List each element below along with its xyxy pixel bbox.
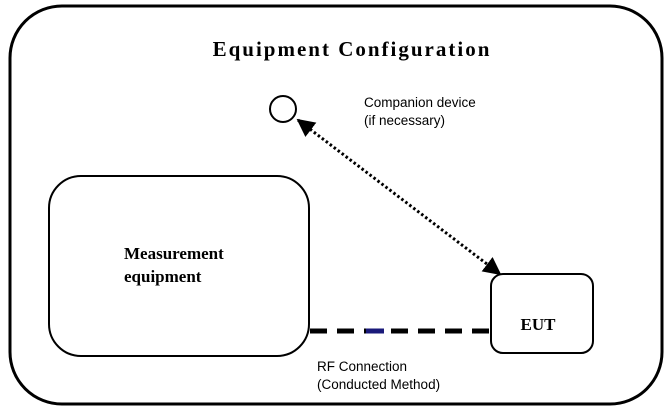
eut-label: EUT — [521, 315, 557, 334]
companion-device-label-line1: Companion device — [364, 95, 476, 110]
measurement-equipment-box — [49, 176, 309, 356]
rf-connection-label-line2: (Conducted Method) — [317, 377, 440, 392]
eut-box — [491, 274, 593, 353]
rf-connection-label-line1: RF Connection — [317, 359, 407, 374]
measurement-equipment-label-line1: Measurement — [124, 244, 224, 263]
companion-device-node — [270, 96, 296, 122]
wireless-link-arrow — [298, 120, 500, 274]
diagram-title: Equipment Configuration — [213, 37, 492, 61]
companion-device-label-line2: (if necessary) — [364, 113, 445, 128]
measurement-equipment-label-line2: equipment — [124, 267, 202, 286]
